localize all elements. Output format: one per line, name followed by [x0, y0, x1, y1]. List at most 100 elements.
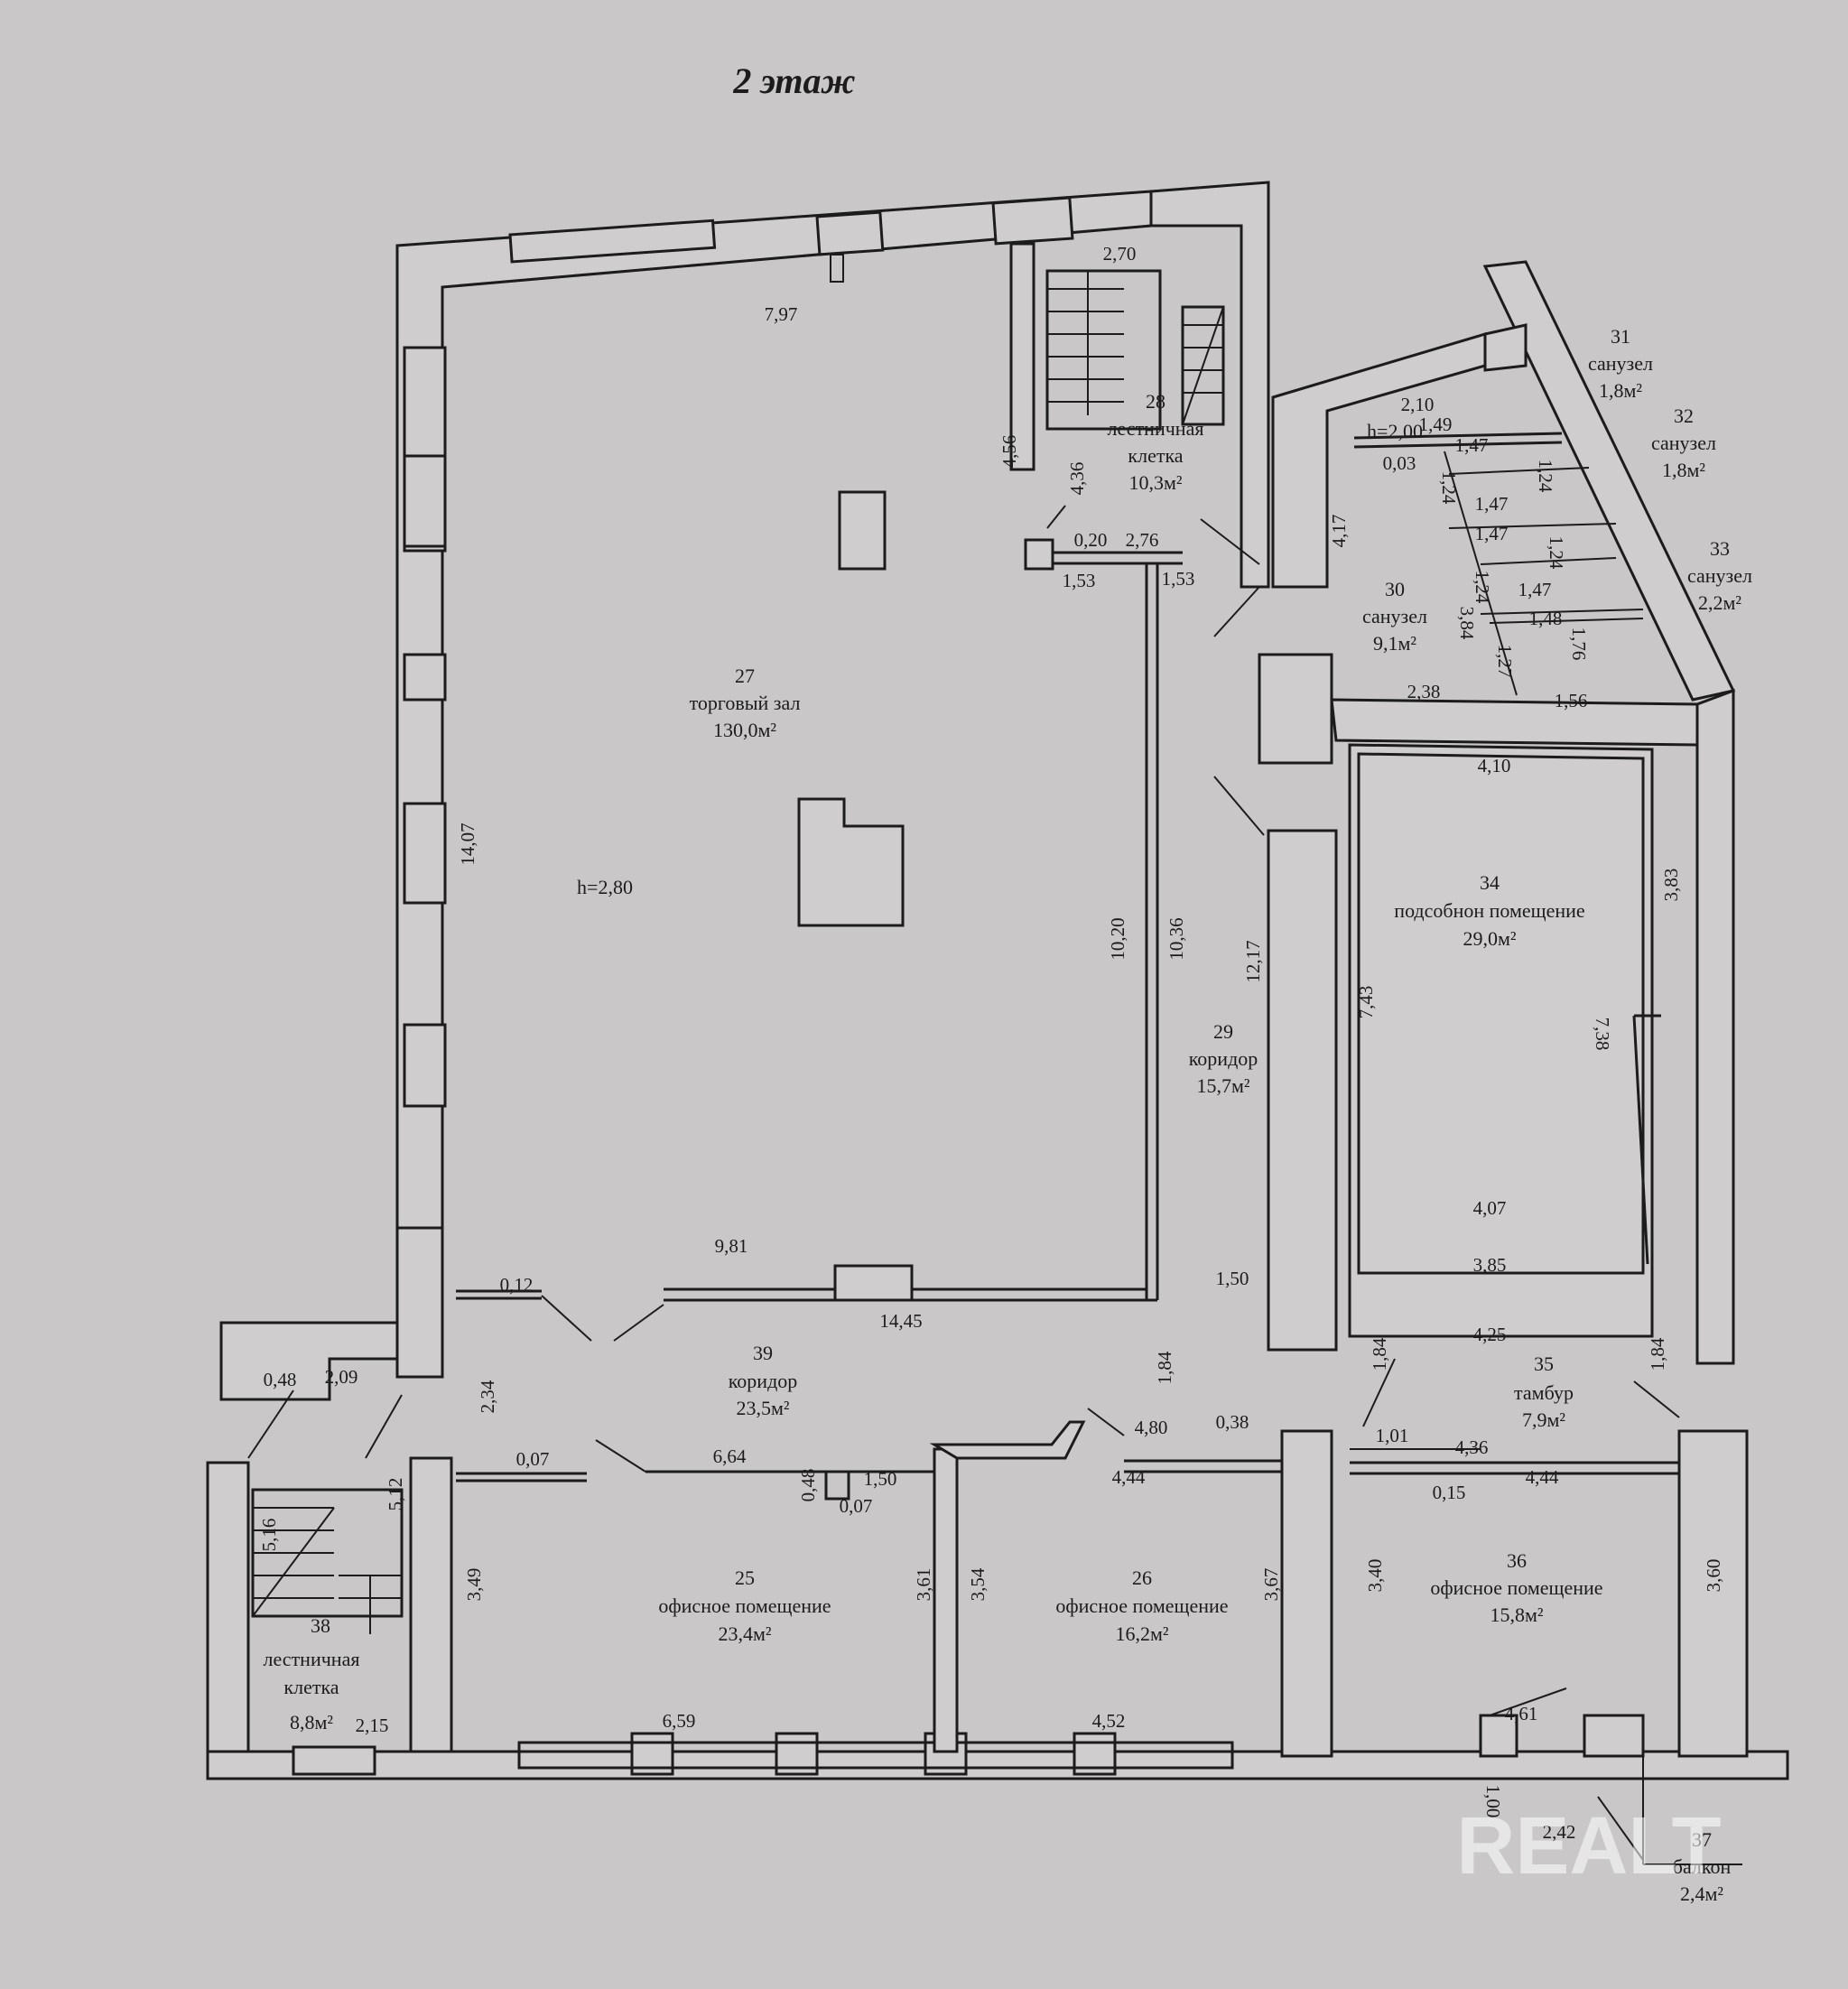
dim-label: 14,07	[457, 823, 478, 865]
room-38-number: 38	[311, 1614, 330, 1637]
dim-label: 4,61	[1505, 1703, 1538, 1724]
dim-label: 1,47	[1518, 579, 1552, 600]
dim-label: 4,36	[1066, 462, 1088, 496]
dim-label: 4,56	[998, 435, 1020, 469]
room-26-number: 26	[1132, 1566, 1152, 1589]
dim-label: 1,48	[1529, 608, 1563, 629]
height-wc: h=2,00	[1367, 420, 1423, 442]
dim-label: 3,61	[913, 1568, 934, 1602]
dim-label: 14,45	[879, 1310, 922, 1332]
dim-label: 7,43	[1355, 986, 1377, 1019]
dim-label: 12,17	[1242, 940, 1264, 982]
room-39-name: коридор	[729, 1370, 798, 1392]
dim-label: 1,24	[1472, 571, 1493, 604]
room-28-number: 28	[1146, 390, 1165, 413]
dim-label: 4,52	[1092, 1710, 1126, 1732]
dim-label: 0,20	[1074, 529, 1108, 551]
dim-label: 6,64	[713, 1445, 747, 1467]
room-28-name-line1: лестничная	[1108, 417, 1204, 440]
dim-label: 0,48	[797, 1469, 819, 1502]
dim-label: 0,38	[1216, 1411, 1249, 1433]
dim-label: 1,84	[1154, 1351, 1175, 1384]
dim-label: 3,54	[967, 1567, 989, 1601]
dim-label: 0,48	[264, 1369, 297, 1390]
dim-label: 1,47	[1475, 493, 1509, 515]
room-25-area: 23,4м²	[718, 1622, 771, 1645]
dim-label: 2,09	[325, 1366, 358, 1388]
room-35-name: тамбур	[1514, 1381, 1574, 1404]
hall-right-wall	[664, 490, 1183, 1302]
room-39-number: 39	[753, 1342, 773, 1364]
dim-label: 1,01	[1376, 1425, 1409, 1446]
dim-label: 1,76	[1568, 627, 1590, 661]
right-block-walls	[1258, 260, 1736, 1365]
balcony	[1597, 1756, 1742, 1865]
dim-label: 3,84	[1456, 607, 1478, 640]
room-25-number: 25	[735, 1566, 755, 1589]
room-31-area: 1,8м²	[1599, 379, 1642, 402]
dim-label: 9,81	[715, 1235, 748, 1257]
room-33-number: 33	[1710, 537, 1730, 560]
dim-label: 4,17	[1328, 515, 1350, 548]
dim-label: 0,15	[1433, 1482, 1466, 1503]
dim-label: 7,97	[765, 303, 798, 325]
dim-label: 7,38	[1592, 1018, 1613, 1051]
dim-label: 0,07	[516, 1448, 550, 1470]
dim-label: 1,47	[1455, 434, 1489, 456]
room-30-number: 30	[1385, 578, 1405, 600]
room-34-name: подсобнон помещение	[1394, 899, 1584, 922]
dim-label: 4,25	[1473, 1324, 1507, 1345]
dim-label: 0,07	[840, 1495, 873, 1517]
dim-label: 1,24	[1535, 460, 1556, 493]
dim-label: 2,34	[477, 1380, 498, 1413]
dim-label: 2,38	[1407, 681, 1441, 702]
lower-walls	[206, 505, 1789, 1780]
room-31-number: 31	[1611, 325, 1630, 348]
stairs-28	[1045, 269, 1225, 431]
dim-label: 1,24	[1438, 471, 1460, 505]
dim-label: 10,36	[1165, 917, 1187, 960]
room-32-area: 1,8м²	[1662, 459, 1705, 481]
dim-label: 4,07	[1473, 1197, 1507, 1219]
dim-label: 3,60	[1703, 1559, 1724, 1593]
room-26-name: офисное помещение	[1055, 1594, 1228, 1617]
room-32-number: 32	[1674, 404, 1694, 427]
dim-label: 1,50	[1216, 1268, 1249, 1289]
dim-label: 4,10	[1478, 755, 1511, 776]
dim-label: 10,20	[1107, 917, 1128, 960]
dim-label: 0,12	[500, 1274, 534, 1296]
dim-label: 1,49	[1419, 414, 1453, 435]
dim-label: 3,83	[1660, 869, 1682, 902]
dim-label: 2,76	[1126, 529, 1159, 551]
room-38-area: 8,8м²	[290, 1711, 333, 1733]
room-26-area: 16,2м²	[1115, 1622, 1168, 1645]
room-33-name: санузел	[1687, 564, 1752, 587]
room-labels: 27 торговый зал 130,0м² h=2,80 28 лестни…	[264, 325, 1752, 1905]
outer-walls	[395, 181, 1270, 1230]
dim-label: 4,44	[1526, 1466, 1559, 1488]
dim-label: 2,42	[1543, 1821, 1576, 1843]
room-39-area: 23,5м²	[736, 1397, 789, 1419]
room-38-name-line2: клетка	[283, 1676, 339, 1698]
room-34-area: 29,0м²	[1463, 927, 1516, 950]
room-36-name: офисное помещение	[1430, 1576, 1602, 1599]
dim-label: 1,00	[1482, 1785, 1504, 1818]
dim-label: 1,27	[1494, 645, 1516, 678]
dim-label: 1,84	[1369, 1337, 1390, 1371]
dim-label: 3,85	[1473, 1254, 1507, 1276]
dim-label: 1,50	[864, 1468, 897, 1490]
dim-label: 2,70	[1103, 243, 1137, 265]
room-33-area: 2,2м²	[1698, 591, 1741, 614]
dim-label: 1,24	[1546, 536, 1567, 570]
dim-label: 5,12	[385, 1478, 406, 1511]
room-28-area: 10,3м²	[1128, 471, 1182, 494]
room-34-number: 34	[1480, 871, 1500, 894]
room-27-area: 130,0м²	[713, 719, 776, 741]
room-32-name: санузел	[1651, 432, 1716, 454]
room-28-name-line2: клетка	[1128, 444, 1183, 467]
room-29-name: коридор	[1189, 1047, 1258, 1070]
dim-label: 3,40	[1364, 1559, 1386, 1593]
dim-label: 3,49	[463, 1568, 485, 1602]
room-30-name: санузел	[1362, 605, 1427, 627]
